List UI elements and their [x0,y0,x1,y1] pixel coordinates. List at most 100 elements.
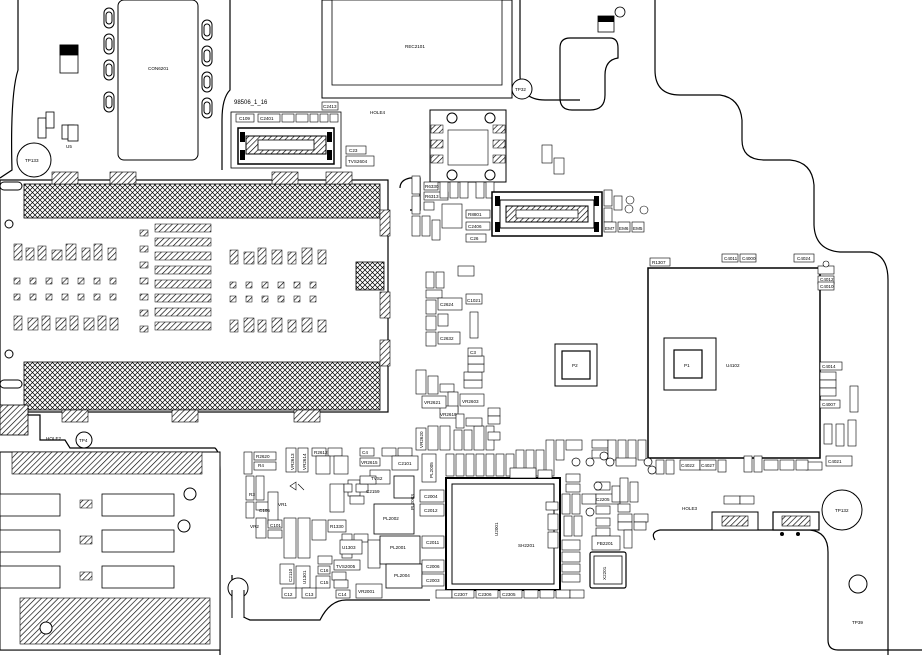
test-point-tp132: TP132 [821,489,863,531]
label-u2001: U2001 [494,522,499,536]
label-vr2603: VR2603 [462,399,479,404]
label-em6: EM6 [619,226,629,231]
label-c14: C14 [338,592,347,597]
inductors-pl [373,475,423,589]
label-vr2614: VR2614 [302,453,307,470]
label-c2004: C2004 [424,494,438,499]
caps-u4102-ring [649,253,859,475]
top-right-part [597,6,626,33]
label-r3: R3 [249,492,255,497]
pad-grid-right [229,247,327,333]
label-tvs2: TVS2 [371,476,383,481]
label-vr2619: VR2619 [440,412,457,417]
label-r4: R4 [258,463,264,468]
svg-text:HOLE2: HOLE2 [46,436,62,441]
label-c2011: C2011 [426,540,440,545]
caps-left-u2001 [419,453,445,587]
top-left-parts [37,44,79,142]
label-c16: C16 [320,568,329,573]
label-pl2004: PL2004 [394,573,410,578]
hole2-area: HOLE2 [0,404,62,441]
label-c4010: C4010 [820,284,834,289]
label-c2006: C2006 [426,564,440,569]
svg-text:X2201: X2201 [602,566,607,580]
label-pl2003: PL2003 [410,494,415,510]
pad-grid-left [13,243,119,331]
label-u1301: U1301 [302,570,307,584]
bottom-left-block [0,451,249,651]
label-c2305: C2305 [502,592,516,597]
label-c2413: C2413 [323,104,337,109]
label-pl2005: PL2005 [429,462,434,478]
label-pl2002: PL2002 [383,516,399,521]
caps-above-u2001 [415,347,565,479]
parts-vr-cluster [243,447,419,599]
label-c2401: C2401 [260,116,274,121]
label-c2003: C2003 [426,578,440,583]
label-c3: C3 [470,350,476,355]
via-dot [822,260,830,268]
misc-vias [545,501,559,549]
label-u1303: U1303 [342,545,356,550]
caps-bottom-u2001 [435,589,585,599]
label-tvs2005: TVS2005 [336,564,356,569]
label-c12: C12 [284,592,293,597]
label-c2306: C2306 [478,592,492,597]
label-vr2613: VR2613 [290,453,295,470]
fpc-connector-1: C109 C2401 C2413 [230,101,342,169]
label-r6330: R6330 [425,184,439,189]
part-near-hole3 [711,495,820,536]
label-c4012: C4012 [820,277,834,282]
svg-text:C23: C23 [349,148,358,153]
label-c4024: C4024 [797,256,811,261]
label-c2205: C2205 [596,497,610,502]
label-c4011: C4011 [724,256,738,261]
label-hole4: HOLE4 [370,110,386,115]
label-r2612: R2612 [314,450,328,455]
svg-text:TP133: TP133 [25,158,39,163]
mount-hole-right [848,574,868,594]
label-c2406: C2406 [468,224,482,229]
label-c2012: C2012 [424,508,438,513]
small-parts-tvs2604: C23 TVS2604 [345,145,375,167]
pad-p2: P2 [554,343,598,387]
label-c4007: C4007 [822,402,836,407]
pad-stripes-center [139,223,212,333]
label-r6313: R6313 [425,194,439,199]
chip-u2001: U2001 SH2201 [445,477,561,591]
parts-em-cluster [603,189,649,233]
label-c2101: C2101 [398,461,412,466]
label-hole3: HOLE3 [682,506,698,511]
test-point-tp133: TP133 [16,142,52,178]
caps-c2624-column [425,265,483,347]
label-tp39: TP39 [852,620,863,625]
svg-text:TP4: TP4 [79,438,88,443]
svg-text:P2: P2 [572,363,578,368]
label-c15: C15 [320,580,329,585]
label-fb2201: FB2201 [597,541,614,546]
label-c4027: C4027 [701,463,715,468]
svg-text:TVS2604: TVS2604 [348,159,368,164]
label-rec2101: REC2101 [405,44,425,49]
label-c4014: C4014 [822,364,836,369]
label-vr2615: VR2615 [361,460,378,465]
svg-text:TP132: TP132 [835,508,849,513]
test-point-dots [571,451,657,517]
label-c2110: C2110 [288,568,293,582]
label-sh2201: SH2201 [518,543,535,548]
label-c2624: C2624 [440,302,454,307]
connector-rec2101: REC2101 [321,0,513,99]
label-vr2001: VR2001 [358,589,375,594]
label-c4: C4 [362,450,368,455]
label-pl2001: PL2001 [390,545,406,550]
svg-text:TP32: TP32 [515,87,526,92]
fpc-connector-2 [491,191,603,237]
label-c2159: C2159 [366,489,380,494]
caps-right-u2001 [561,439,649,583]
label-vr2621: VR2621 [424,400,441,405]
label-c101: C101 [270,523,281,528]
label-p1: P1 [684,363,690,368]
label-c109: C109 [239,116,250,121]
label-em7: EM7 [605,226,615,231]
vr-symbols [289,481,305,491]
